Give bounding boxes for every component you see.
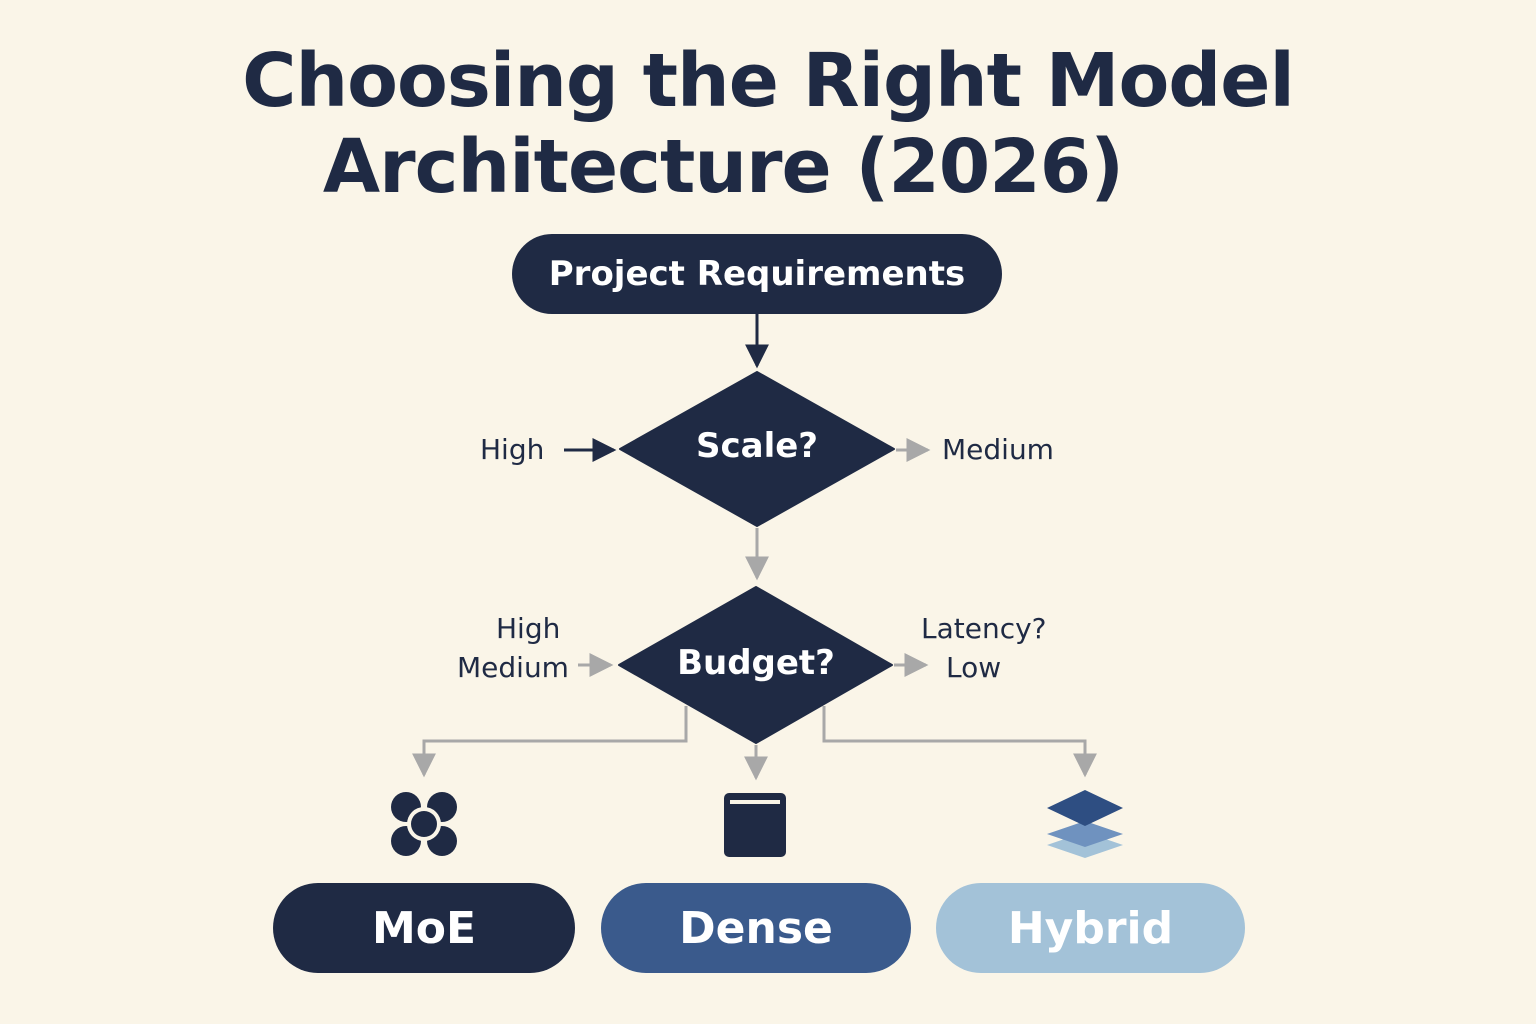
scale-left-label: High — [480, 433, 545, 466]
dense-block-icon — [724, 793, 786, 857]
budget-right-label-low: Low — [946, 651, 1002, 684]
budget-decision-label: Budget? — [677, 643, 835, 683]
budget-right-label-latency: Latency? — [921, 612, 1047, 645]
outcome-moe: MoE — [273, 883, 575, 973]
outcome-dense-label: Dense — [679, 902, 833, 954]
scale-decision-diamond — [619, 371, 895, 527]
outcome-hybrid-label: Hybrid — [1007, 902, 1174, 954]
start-node-project-requirements: Project Requirements — [512, 234, 1002, 314]
budget-left-label-medium: Medium — [457, 651, 569, 684]
scale-right-label: Medium — [942, 433, 1054, 466]
moe-cluster-icon — [391, 792, 457, 856]
budget-left-label-high: High — [496, 612, 561, 645]
scale-decision-label: Scale? — [695, 426, 819, 466]
budget-decision-diamond — [618, 586, 893, 744]
connector-budget-to-hybrid — [822, 706, 1097, 778]
title-line-2: Architecture (2026) — [322, 124, 1124, 210]
outcome-hybrid: Hybrid — [936, 883, 1245, 973]
title-line-1: Choosing the Right Model — [242, 38, 1295, 124]
outcome-moe-label: MoE — [371, 902, 477, 954]
diagram-title: Choosing the Right Model Architecture (2… — [0, 38, 1536, 210]
outcome-dense: Dense — [601, 883, 911, 973]
connector-budget-to-moe — [412, 706, 688, 778]
start-node-label: Project Requirements — [548, 254, 966, 294]
hybrid-layers-icon — [1047, 790, 1123, 858]
